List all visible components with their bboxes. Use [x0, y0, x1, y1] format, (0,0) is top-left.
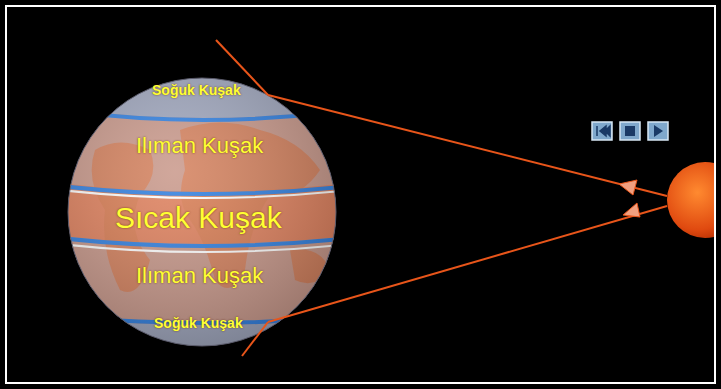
- hot-zone-label: Sıcak Kuşak: [115, 203, 282, 233]
- ray-arrowheads: [619, 180, 640, 217]
- sun-rays: [216, 40, 667, 356]
- temperate-zone-label: Ilıman Kuşak: [136, 135, 263, 157]
- frame: [6, 6, 715, 383]
- temperate-zone-label: Ilıman Kuşak: [136, 265, 263, 287]
- globe: [60, 70, 350, 370]
- control-buttons: [592, 122, 668, 140]
- cold-zone-label: Soğuk Kuşak: [152, 83, 241, 97]
- cold-zone-label: Soğuk Kuşak: [154, 316, 243, 330]
- sun: [667, 162, 714, 238]
